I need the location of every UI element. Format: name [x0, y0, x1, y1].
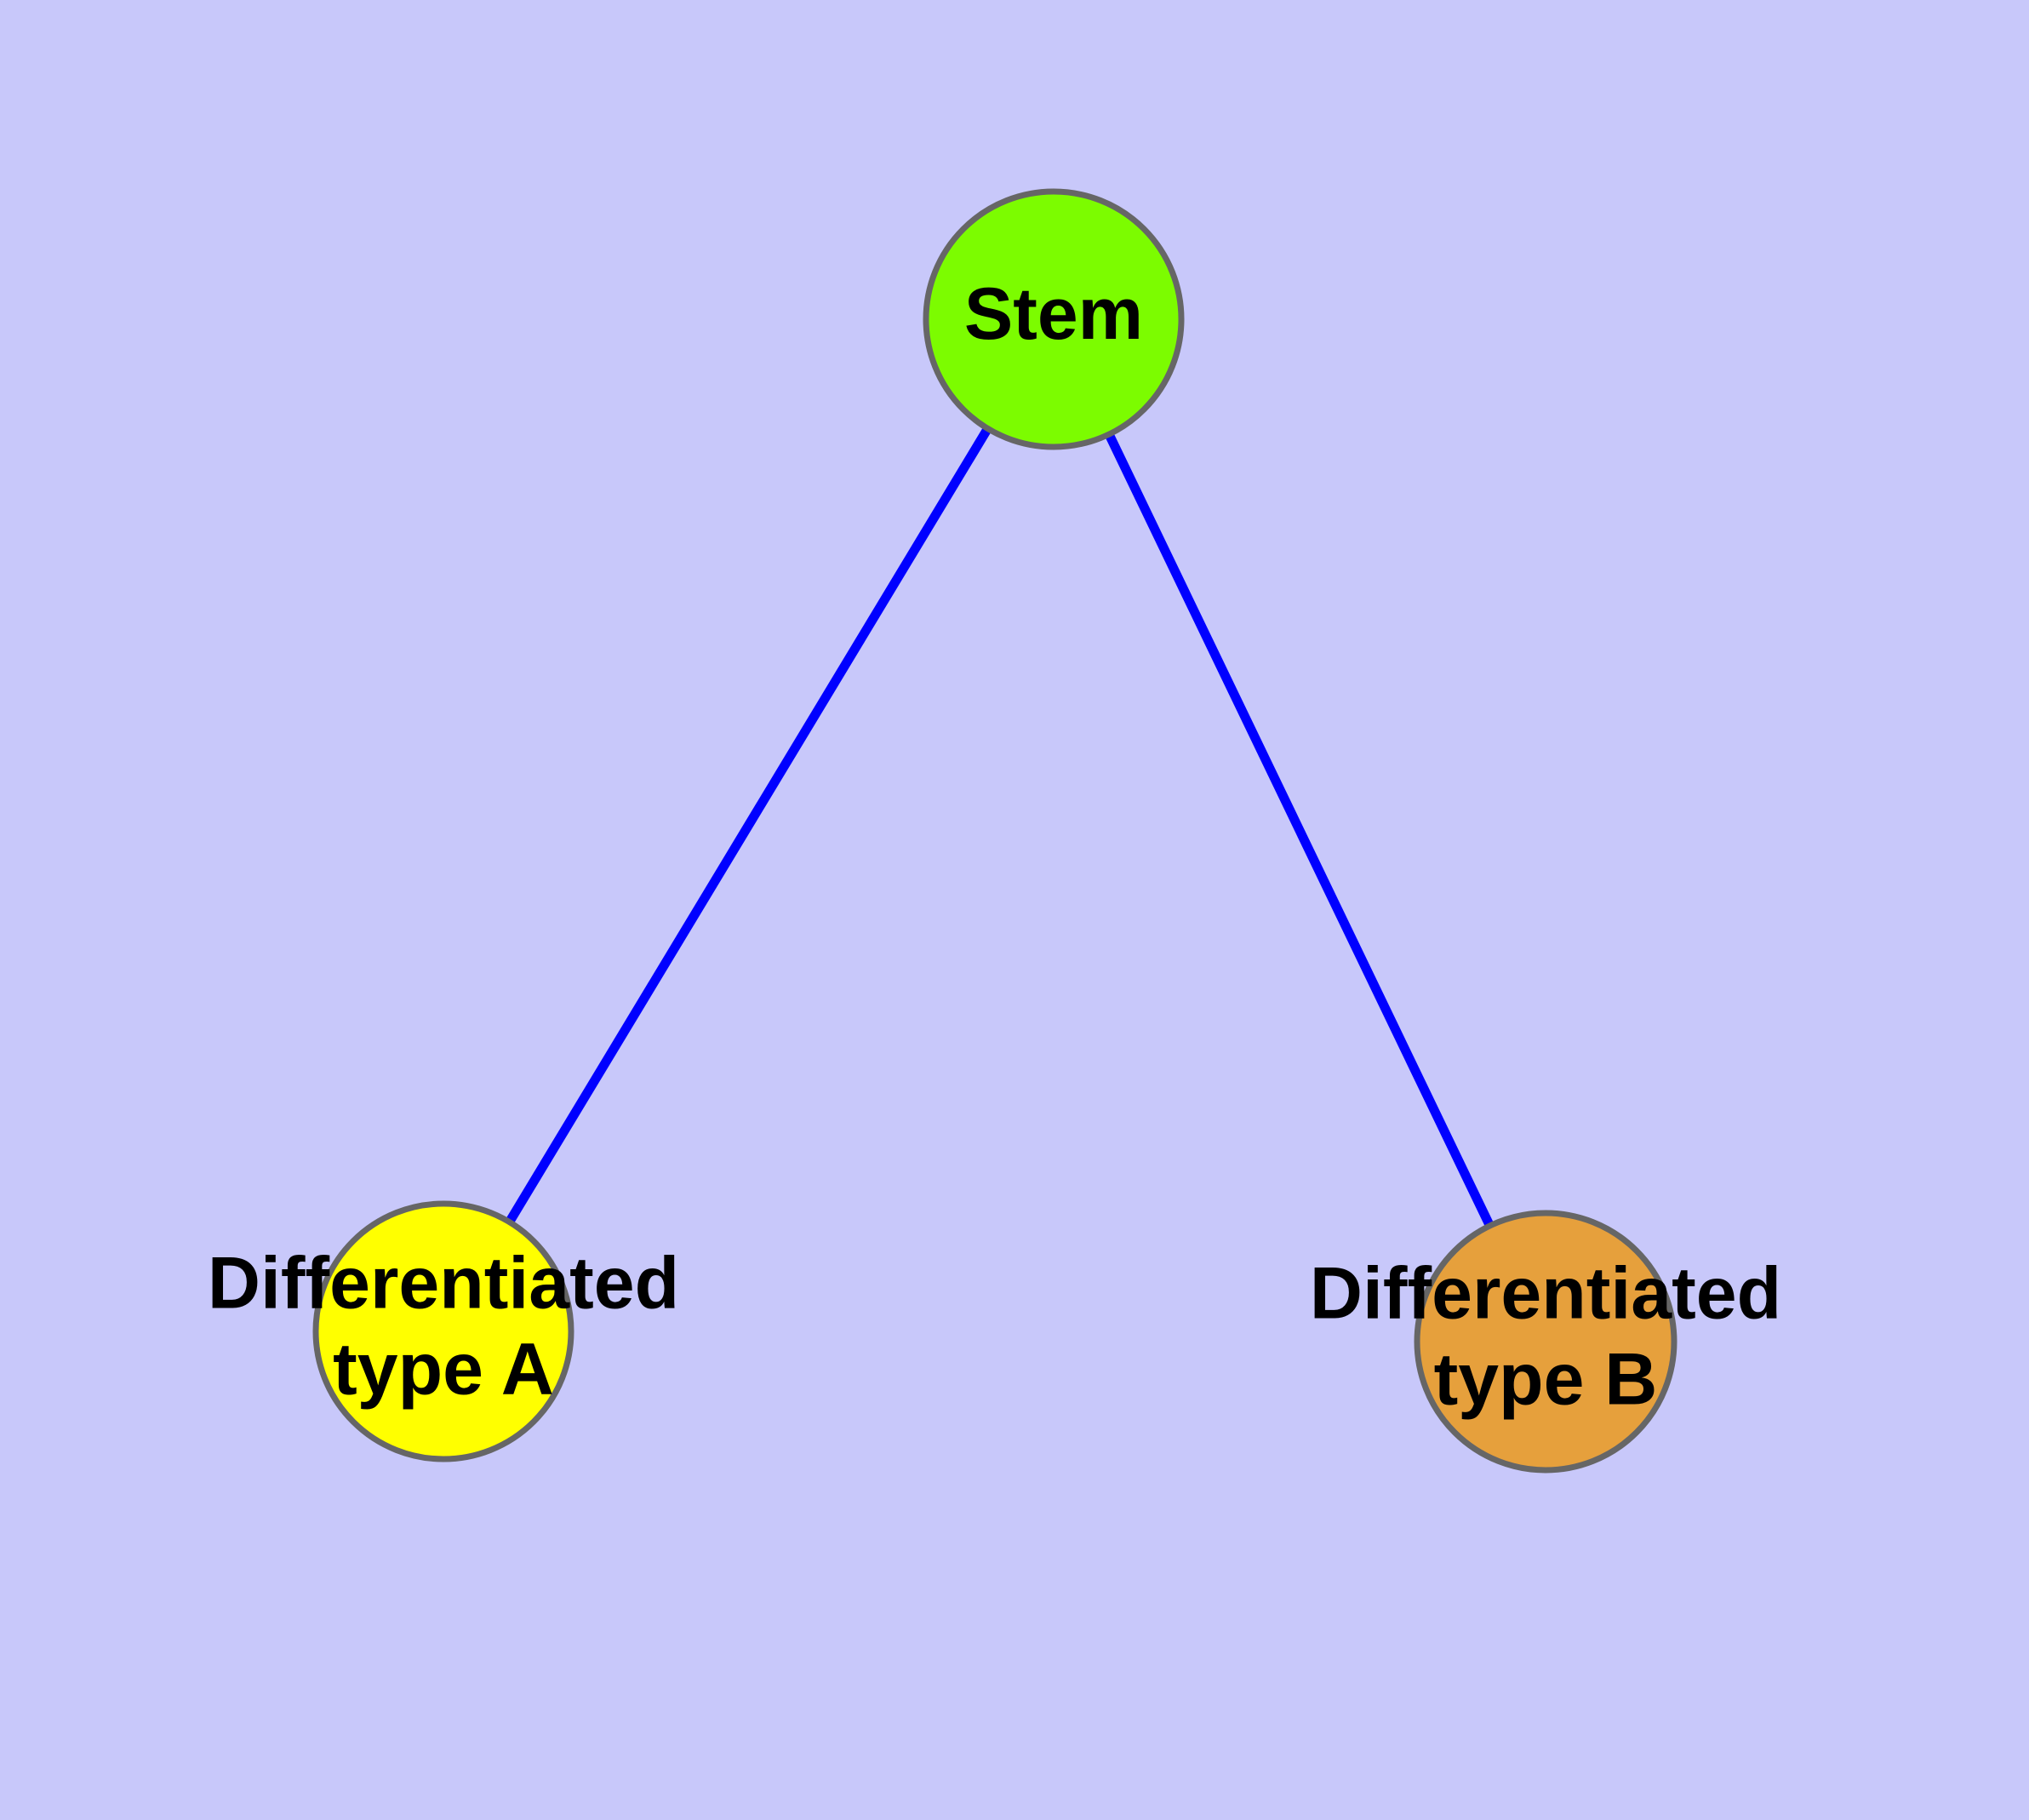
- edge-stem-to-differentiated-type-a: [439, 317, 1058, 1334]
- differentiated-type-b-node-circle[interactable]: [1414, 1210, 1677, 1474]
- edge-layer: [439, 317, 1550, 1344]
- node-differentiated-type-b[interactable]: [1414, 1210, 1677, 1474]
- differentiated-type-a-node-circle[interactable]: [312, 1200, 574, 1462]
- node-stem[interactable]: Stem: [923, 188, 1185, 450]
- stem-node-circle[interactable]: [923, 188, 1185, 450]
- edge-stem-to-differentiated-type-b: [1049, 317, 1550, 1344]
- node-differentiated-type-a[interactable]: [312, 1200, 574, 1462]
- stem-node-label: Stem: [964, 273, 1143, 355]
